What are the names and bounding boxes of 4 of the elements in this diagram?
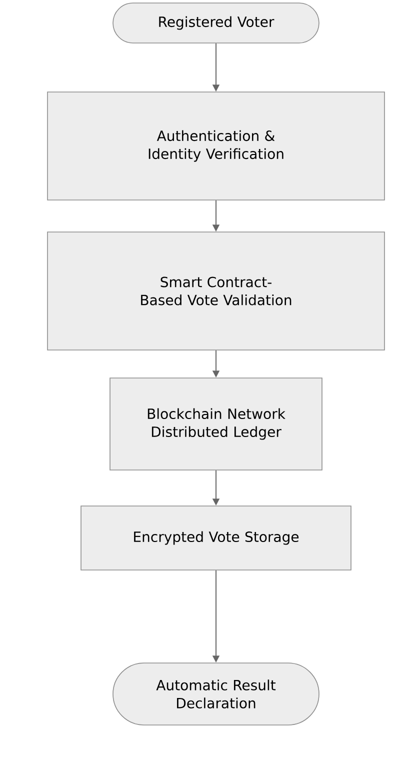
process-box: Authentication & Identity Verification [47,92,385,200]
process-box: Blockchain Network Distributed Ledger [110,378,322,470]
process-box: Smart Contract-Based Vote Validation [47,232,385,350]
process-box: Encrypted Vote Storage [80,506,352,570]
